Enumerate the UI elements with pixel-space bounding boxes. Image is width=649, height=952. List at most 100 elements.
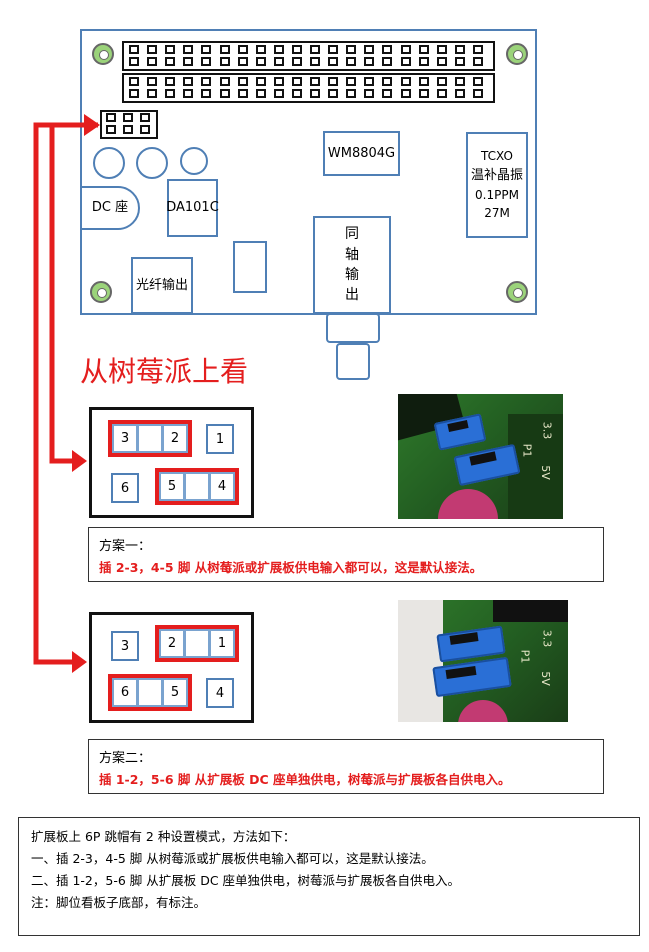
header-pin <box>106 113 116 122</box>
footer-line-2: 一、插 2-3，4-5 脚 从树莓派或扩展板供电输入都可以，这是默认接法。 <box>31 851 434 866</box>
pin-1: 1 <box>206 424 234 454</box>
header-pin <box>273 89 284 98</box>
capacitor-3 <box>180 147 208 175</box>
wm8804g-chip: WM8804G <box>323 131 400 176</box>
coax-connector-flange <box>326 313 380 343</box>
header-pin <box>165 89 176 98</box>
header-pin <box>418 57 429 66</box>
pin-4: 4 <box>206 678 234 708</box>
header-pin <box>255 77 266 86</box>
footer-line-1: 扩展板上 6P 跳帽有 2 种设置模式，方法如下： <box>31 829 296 844</box>
pin-6: 6 <box>111 473 139 503</box>
scheme-1-title: 方案一： <box>99 539 152 554</box>
pin-2: 2 <box>162 424 188 453</box>
header-pin <box>346 45 357 54</box>
tcxo-line-3: 0.1PPM <box>475 187 519 202</box>
gpio-header-row-2 <box>122 73 495 103</box>
header-pin <box>183 45 194 54</box>
header-pin <box>219 57 230 66</box>
coax-line-1: 同 <box>345 226 359 243</box>
header-pin <box>183 57 194 66</box>
header-pin <box>183 89 194 98</box>
header-pin <box>472 89 483 98</box>
jumper-diagram-1 <box>89 407 254 518</box>
header-pin <box>165 77 176 86</box>
header-pin <box>255 45 266 54</box>
header-pin <box>147 89 158 98</box>
header-pin <box>472 57 483 66</box>
coax-connector-pin <box>336 343 370 380</box>
header-pin <box>382 77 393 86</box>
jumper-diagram-2 <box>89 612 254 723</box>
header-pin <box>129 57 139 66</box>
header-pin <box>328 45 339 54</box>
header-pin <box>201 45 212 54</box>
mounting-hole-bottom-left <box>90 281 112 303</box>
header-pin <box>454 89 465 98</box>
header-pin <box>454 57 465 66</box>
scheme-2-text: 插 1-2，5-6 脚 从扩展板 DC 座单独供电，树莓派与扩展板各自供电入。 <box>99 772 511 787</box>
view-heading: 从树莓派上看 <box>80 355 249 388</box>
header-pin <box>237 57 248 66</box>
header-pin <box>328 89 339 98</box>
header-pin <box>364 77 375 86</box>
header-pin <box>400 57 411 66</box>
footer-line-3: 二、插 1-2，5-6 脚 从扩展板 DC 座单独供电，树莓派与扩展板各自供电入… <box>31 873 461 888</box>
component-block <box>233 241 267 293</box>
header-pin <box>418 77 429 86</box>
header-pin <box>165 57 176 66</box>
header-pin <box>147 57 158 66</box>
header-pin <box>436 57 447 66</box>
header-pin <box>382 57 393 66</box>
header-pin <box>183 77 194 86</box>
header-pin <box>273 45 284 54</box>
header-pin <box>291 77 302 86</box>
header-pin <box>219 45 230 54</box>
header-pin <box>219 89 230 98</box>
tcxo-line-2: 温补晶振 <box>470 167 523 183</box>
capacitor-2 <box>136 147 168 179</box>
header-pin <box>328 77 339 86</box>
header-pin <box>237 77 248 86</box>
header-pin <box>364 45 375 54</box>
mounting-hole-bottom-right <box>506 281 528 303</box>
capacitor-1 <box>93 147 125 179</box>
tcxo-line-4: 27M <box>484 206 510 221</box>
header-pin <box>255 57 266 66</box>
header-pin <box>328 57 339 66</box>
pin-3: 3 <box>111 631 139 661</box>
pin-gap <box>184 472 210 501</box>
header-pin <box>400 77 411 86</box>
gpio-header-row-1 <box>122 41 495 71</box>
header-pin <box>454 45 465 54</box>
header-pin <box>237 89 248 98</box>
jumper-highlight-1-2 <box>155 625 239 662</box>
header-pin <box>165 45 176 54</box>
header-pin <box>255 89 266 98</box>
header-pin <box>310 77 320 86</box>
jumper-photo-2: P1 5V 3.3 <box>398 600 568 722</box>
header-pin <box>382 89 393 98</box>
header-pin <box>201 89 212 98</box>
pin-gap <box>137 424 163 453</box>
header-pin <box>219 77 230 86</box>
jumper-highlight-5-6 <box>108 674 192 711</box>
pin-1: 1 <box>209 629 235 658</box>
header-pin <box>129 89 139 98</box>
header-pin <box>472 45 483 54</box>
header-pin <box>201 57 212 66</box>
scheme-1-note: 方案一： 插 2-3，4-5 脚 从树莓派或扩展板供电输入都可以，这是默认接法。 <box>88 527 604 582</box>
optical-output: 光纤输出 <box>131 257 193 314</box>
dc-jack: DC 座 <box>80 186 140 230</box>
pin-3: 3 <box>112 424 138 453</box>
pin-gap <box>184 629 210 658</box>
scheme-2-note: 方案二： 插 1-2，5-6 脚 从扩展板 DC 座单独供电，树莓派与扩展板各自… <box>88 739 604 794</box>
jumper-photo-1: P1 5V 3.3 <box>398 394 563 519</box>
header-pin <box>273 57 284 66</box>
header-pin <box>291 89 302 98</box>
header-pin <box>140 125 150 134</box>
6p-jumper-header <box>100 110 158 139</box>
header-pin <box>106 125 116 134</box>
coax-line-4: 出 <box>345 287 359 304</box>
